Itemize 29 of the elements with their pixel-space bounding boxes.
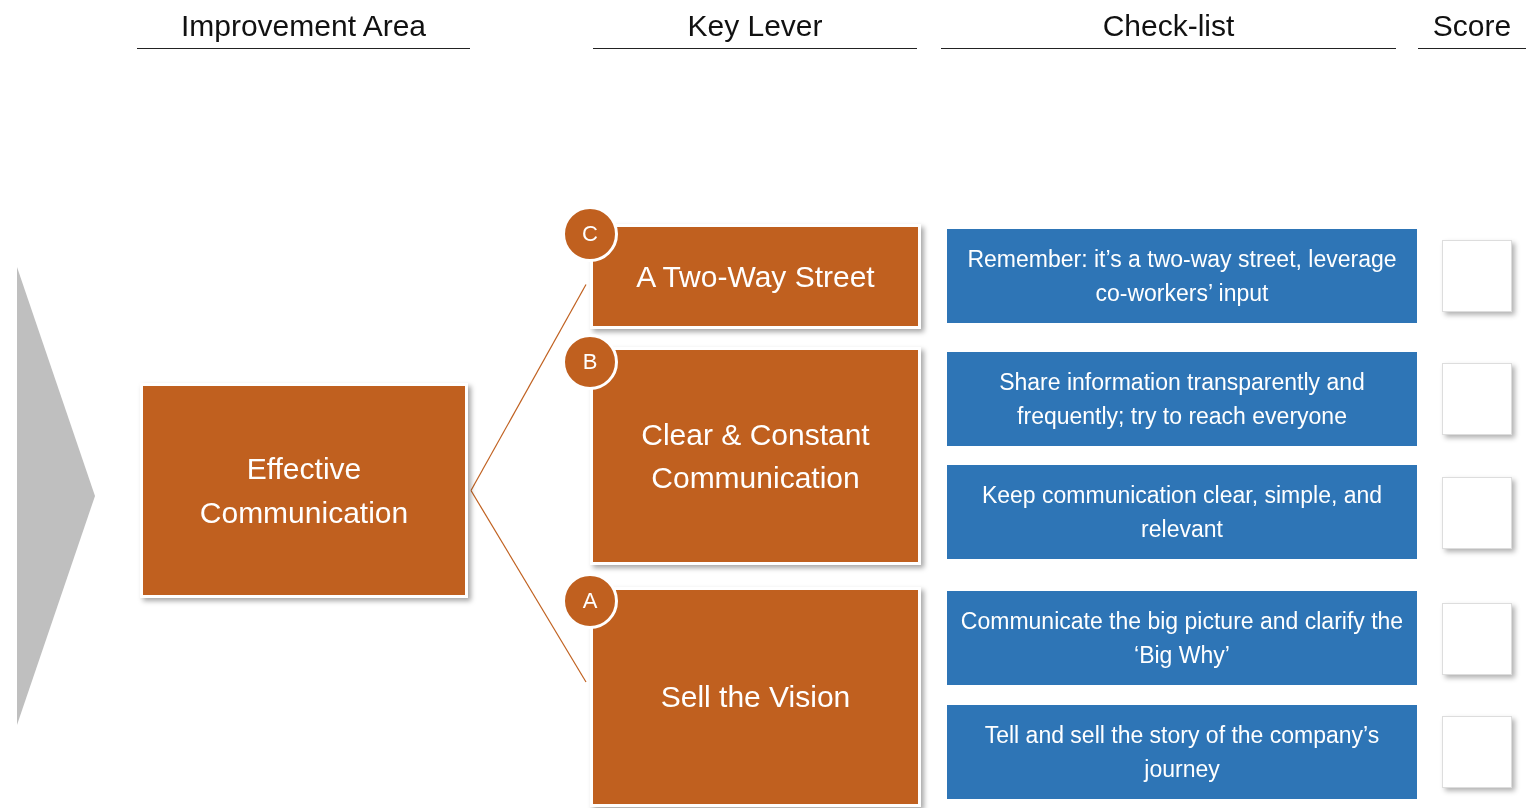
score-checkbox (1442, 716, 1512, 788)
checklist-box (947, 352, 1417, 446)
box-text: B (582, 349, 598, 375)
column-header: Improvement Area (137, 4, 470, 49)
box-text: C (582, 221, 598, 247)
box-text: Effective Communication (198, 451, 410, 531)
checklist-box (947, 229, 1417, 323)
box-text: A Two-Way Street (636, 258, 875, 295)
column-header: Check-list (941, 4, 1396, 49)
box-text: A (582, 588, 598, 614)
box-text: Clear & Constant Communication (640, 416, 871, 496)
box-text: Tell and sell the story of the company’s journey (983, 720, 1381, 784)
score-checkbox (1442, 240, 1512, 312)
box-text: Sell the Vision (660, 679, 851, 716)
column-header: Score (1418, 4, 1526, 49)
box-text: Keep communication clear, simple, and relevant (980, 480, 1384, 544)
column-header: Key Lever (593, 4, 917, 49)
box-text: Share information transparently and frequently; try to reach everyone (998, 367, 1366, 431)
box-text: Communicate the big picture and clarify the ‘Big Why’ (959, 606, 1405, 670)
score-checkbox (1442, 603, 1512, 675)
score-checkbox (1442, 363, 1512, 435)
score-checkbox (1442, 477, 1512, 549)
box-text: Remember: it’s a two-way street, leverage co-workers’ input (966, 244, 1398, 308)
checklist-box (947, 705, 1417, 799)
connector-line (470, 489, 587, 683)
checklist-box (947, 591, 1417, 685)
process-box (140, 383, 468, 598)
connector-line (470, 283, 587, 492)
checklist-box (947, 465, 1417, 559)
